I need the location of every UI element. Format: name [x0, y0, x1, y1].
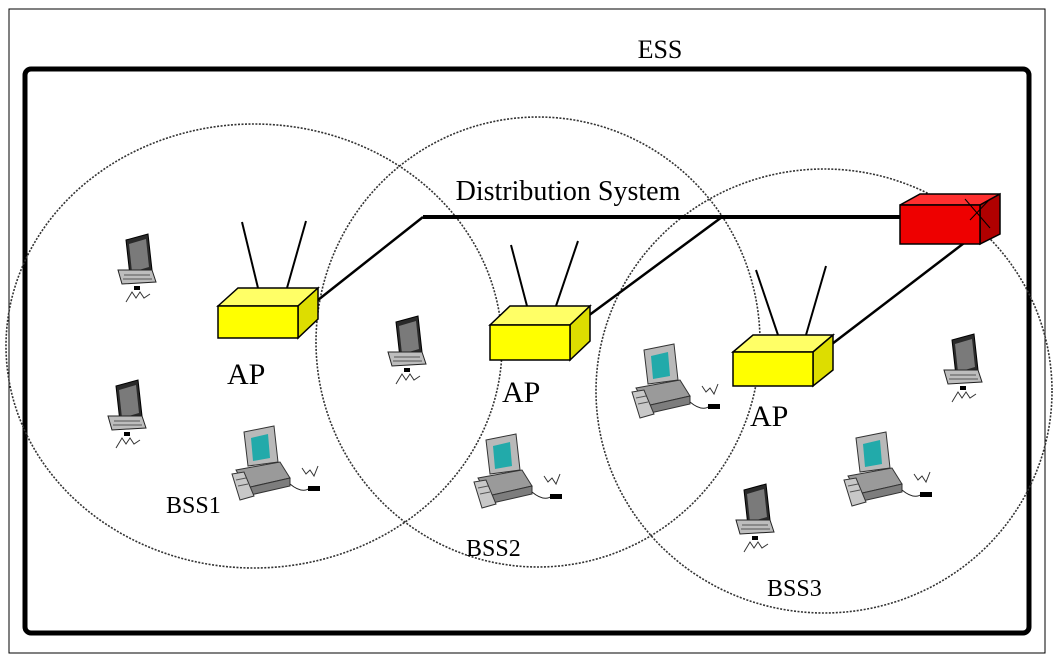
bss3-coverage [595, 168, 1053, 614]
ap1-label: AP [227, 358, 265, 391]
image-frame [8, 8, 1046, 654]
laptop-icon [117, 233, 157, 303]
wireless-access-point-icon [730, 265, 836, 388]
ess-label: ESS [638, 35, 683, 64]
wireless-access-point-icon [216, 220, 320, 340]
ess-boundary [22, 66, 1032, 636]
ap2-label: AP [502, 376, 540, 409]
wireless-access-point-icon [488, 240, 592, 362]
desktop-computer-icon [473, 433, 563, 509]
ap3-label: AP [750, 400, 788, 433]
bss3-label: BSS3 [767, 576, 822, 602]
ap2-link [587, 215, 723, 318]
desktop-computer-icon [843, 431, 933, 507]
laptop-icon [107, 379, 147, 449]
laptop-icon [387, 315, 427, 385]
network-switch-icon [899, 192, 1001, 246]
laptop-icon [943, 333, 983, 403]
desktop-computer-icon [631, 343, 721, 419]
desktop-computer-icon [231, 425, 321, 501]
bss1-label: BSS1 [166, 493, 221, 519]
bss1-coverage [5, 123, 503, 569]
laptop-icon [735, 483, 775, 553]
ap1-link [317, 216, 424, 301]
bss2-label: BSS2 [466, 536, 521, 562]
distribution-system-label: Distribution System [456, 176, 681, 207]
ap3-link [831, 239, 969, 345]
